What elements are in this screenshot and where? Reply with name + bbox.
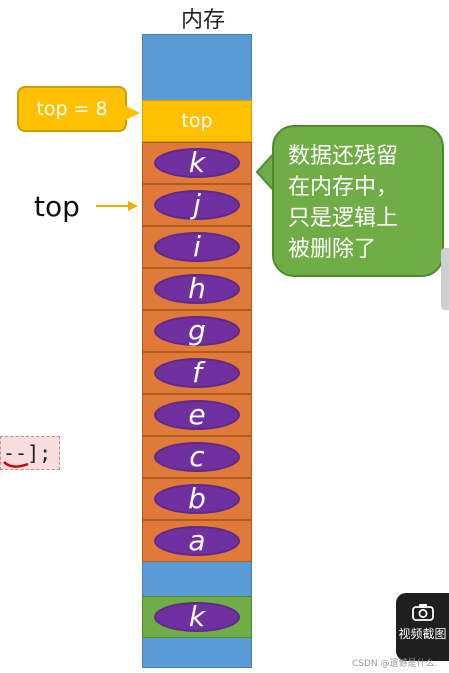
watermark: CSDN @遗憾是什么. [352,659,438,669]
stack-element-c: c [154,442,240,472]
stack-element-g: g [154,316,240,346]
camera-icon [411,604,434,621]
side-handle[interactable] [441,248,449,310]
stack-element-k: k [154,148,240,178]
stack-element-a: a [154,526,240,556]
note-line: 在内存中， [288,175,399,200]
code-fragment: --]; [0,436,60,470]
screenshot-button[interactable]: 视频截图 [396,593,449,661]
stack-element-j: j [154,190,240,220]
memory-title: 内存 [180,8,225,33]
top-cell: top [142,100,252,142]
note-line: 被删除了 [288,237,377,262]
stack-element-h: h [154,274,240,304]
stack-element-b: b [154,484,240,514]
removed-element: k [154,602,240,632]
stack-element-i: i [154,232,240,262]
top-pointer-label: top [34,190,80,223]
stack-element-e: e [154,400,240,430]
note-line: 数据还残留 [288,144,399,169]
arrow-right-icon [96,201,138,211]
top-callout-tail [122,104,140,122]
note-bubble: 数据还残留 在内存中， 只是逻辑上 被删除了 [272,125,444,277]
note-line: 只是逻辑上 [288,206,399,231]
stack-element-f: f [154,358,240,388]
red-underline-mark [3,461,29,468]
screenshot-button-label: 视频截图 [398,627,447,641]
top-value-callout: top = 8 [17,86,127,132]
